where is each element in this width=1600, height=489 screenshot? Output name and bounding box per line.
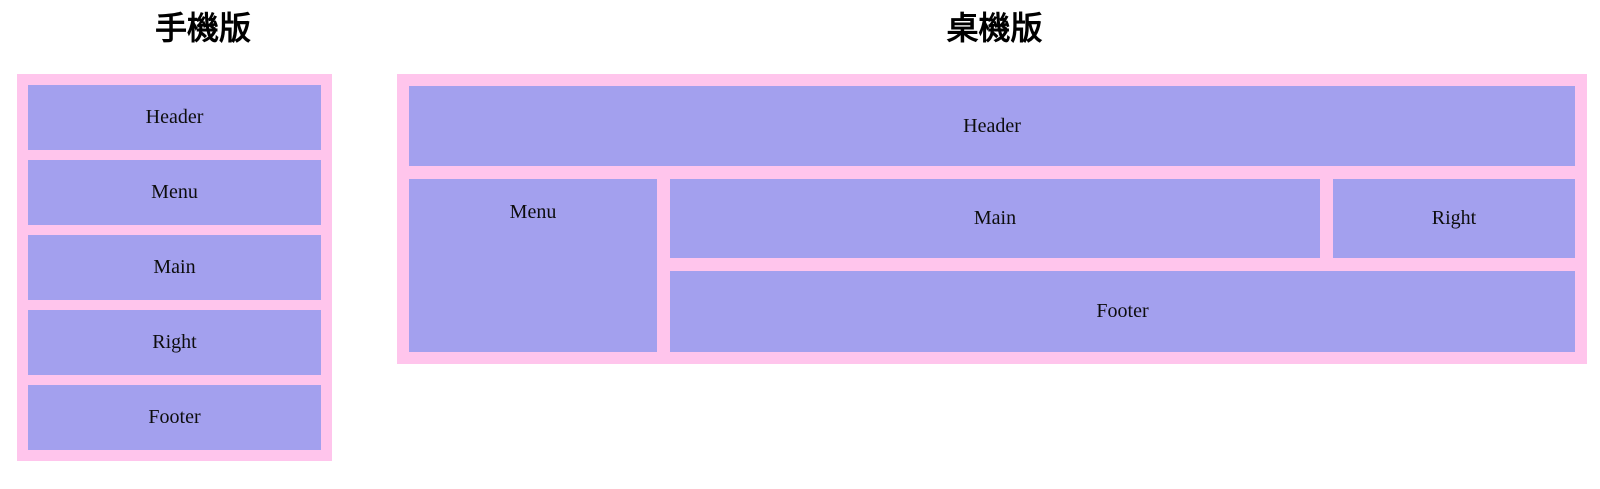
mobile-footer-label: Footer [148,406,201,428]
desktop-title: 桌機版 [946,10,1043,46]
desktop-footer-label: Footer [1096,300,1149,322]
desktop-menu-label: Menu [509,201,557,223]
mobile-right-label: Right [152,331,197,353]
mobile-header-label: Header [145,106,204,128]
mobile-layout-container: Header Menu Main Right Footer [17,74,332,461]
mobile-main-box: Main [28,235,321,300]
desktop-footer-box: Footer [670,271,1575,352]
mobile-menu-box: Menu [28,160,321,225]
desktop-menu-box: Menu [409,179,657,352]
mobile-panel: 手機版 Header Menu Main Right Footer [17,0,389,461]
desktop-right-box: Right [1333,179,1575,258]
desktop-header-label: Header [963,114,1021,137]
mobile-header-box: Header [28,85,321,150]
desktop-right-label: Right [1431,207,1477,229]
desktop-main-box: Main [670,179,1320,258]
mobile-menu-label: Menu [151,181,198,203]
mobile-main-label: Main [153,256,196,278]
desktop-panel: 桌機版 Header Menu Main Right Footer [389,0,1600,364]
desktop-main-label: Main [973,207,1017,229]
mobile-title: 手機版 [154,10,251,46]
desktop-layout-container: Header Menu Main Right Footer [397,74,1587,364]
mobile-footer-box: Footer [28,385,321,450]
mobile-right-box: Right [28,310,321,375]
desktop-header-box: Header [409,86,1575,166]
layout-comparison-diagram: 手機版 Header Menu Main Right Footer 桌機版 He… [17,0,1600,461]
